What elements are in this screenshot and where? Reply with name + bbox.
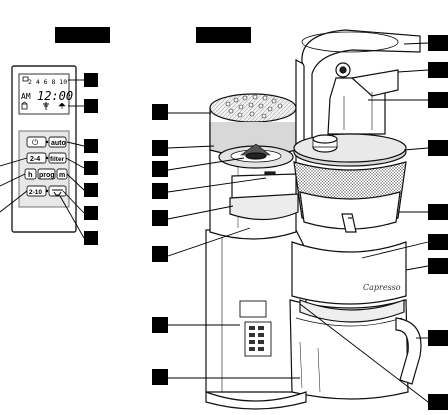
machine-leaders-right <box>299 42 429 403</box>
header-box-left <box>55 27 110 43</box>
callout-box <box>428 394 448 410</box>
keep-warm-button[interactable] <box>48 185 67 197</box>
auto-button[interactable]: auto <box>48 136 67 148</box>
callout-box <box>152 161 168 177</box>
prog-button[interactable]: prog <box>37 168 56 180</box>
callout-box <box>428 62 448 78</box>
lcd-cup-digits: 2 4 6 8 10 <box>28 78 67 86</box>
callout-box <box>84 99 98 113</box>
callout-box <box>428 140 448 156</box>
carafe-housing <box>291 241 407 305</box>
machine-display <box>239 300 267 318</box>
lcd-time: 12:00 <box>37 89 73 103</box>
panel-leader-lines <box>0 79 85 239</box>
power-icon: ⏻ <box>32 138 39 147</box>
callout-box <box>428 330 448 346</box>
bean-container-lid <box>209 93 297 123</box>
callout-box <box>84 183 98 197</box>
glass-carafe <box>289 299 409 400</box>
filter-button-label: filter <box>50 156 65 163</box>
callout-box <box>84 73 98 87</box>
hot-plate-icon <box>52 189 63 196</box>
callout-box <box>84 161 98 175</box>
header-box-right <box>196 27 251 43</box>
control-panel: 2 4 6 8 10 AM 12:00 ⏻ auto 2-4 filter <box>11 65 77 233</box>
callout-box <box>152 210 168 226</box>
minute-button-label: m <box>59 172 65 179</box>
coffee-maker: Capresso <box>205 29 422 410</box>
callout-box <box>152 246 168 262</box>
indicator-light <box>45 140 49 144</box>
cups-button-label: 2-10 <box>29 189 42 196</box>
warming-plate <box>205 391 307 410</box>
panel-callouts <box>84 73 98 245</box>
grind-chute <box>229 193 299 221</box>
machine-callouts-right <box>428 35 448 410</box>
callout-box <box>84 206 98 220</box>
prog-button-label: prog <box>39 172 55 179</box>
callout-box <box>152 317 168 333</box>
hour-button-label: h <box>28 170 33 179</box>
lcd-am: AM <box>21 92 31 101</box>
strength-button[interactable]: 2-4 <box>26 152 47 164</box>
callout-box <box>428 258 448 274</box>
lcd-status-icons <box>21 76 66 110</box>
callout-box <box>152 140 168 156</box>
callout-box <box>84 231 98 245</box>
machine-callouts-left <box>152 104 168 385</box>
indicator-light <box>45 189 49 193</box>
strength-button-label: 2-4 <box>30 156 40 163</box>
callout-box <box>152 183 168 199</box>
keypad-keys <box>249 326 264 351</box>
top-hinged-lid <box>301 29 421 153</box>
callout-box <box>428 234 448 250</box>
filter-button[interactable]: filter <box>48 152 67 164</box>
callout-box <box>152 369 168 385</box>
callout-box <box>152 104 168 120</box>
auto-button-label: auto <box>51 140 66 147</box>
cups-button[interactable]: 2-10 <box>26 185 47 197</box>
callout-box <box>428 92 448 108</box>
carafe-lid <box>299 299 405 323</box>
hour-button[interactable]: h <box>24 168 37 180</box>
machine-leaders-left <box>167 112 300 379</box>
indicator-light <box>45 156 49 160</box>
filter-handle <box>341 213 357 233</box>
lid-dimples <box>225 94 283 119</box>
power-button[interactable]: ⏻ <box>26 136 47 148</box>
minute-button[interactable]: m <box>56 168 68 180</box>
brand-logo: Capresso <box>363 283 401 292</box>
callout-box <box>428 204 448 220</box>
filter-basket-band <box>299 191 401 230</box>
callout-box <box>84 139 98 153</box>
callout-box <box>428 35 448 51</box>
